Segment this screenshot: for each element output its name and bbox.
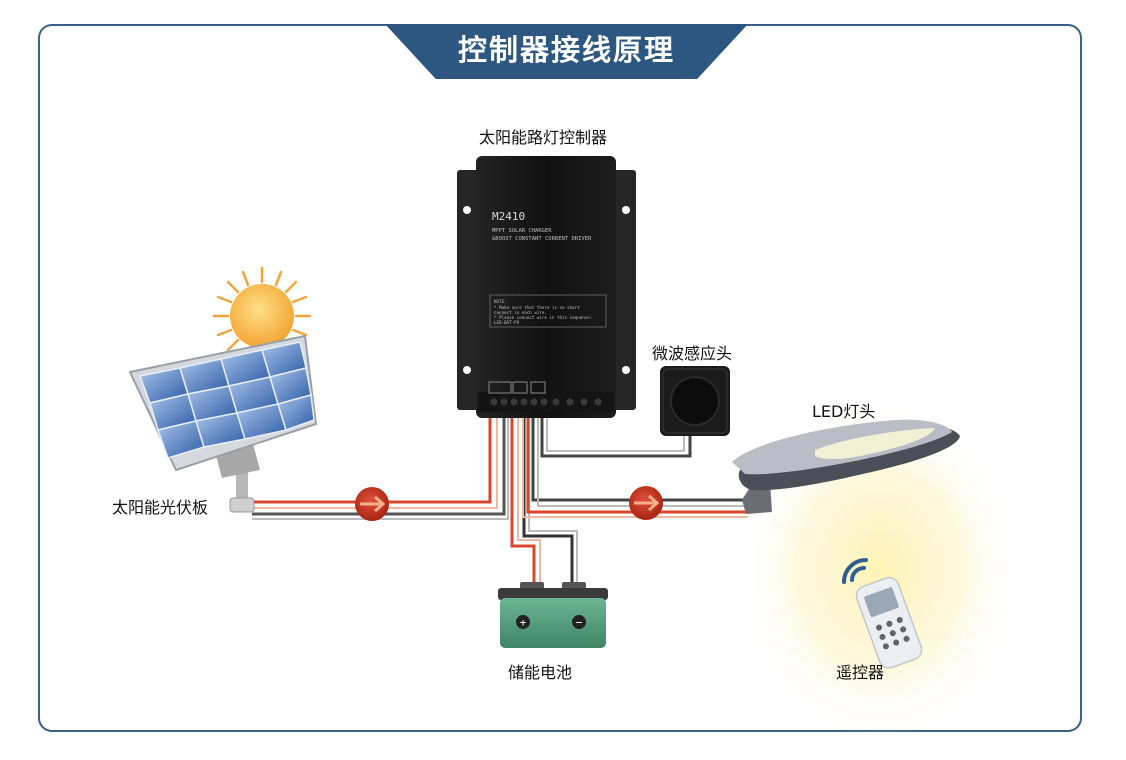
- battery-negative-label: −: [576, 616, 583, 629]
- led-lamp-label: LED灯头: [812, 402, 876, 421]
- sensor-wires: [540, 418, 692, 458]
- battery-positive-label: +: [520, 616, 527, 629]
- microwave-sensor-image: [660, 366, 730, 436]
- flow-arrow-led: [629, 486, 663, 520]
- pv-wires: [252, 418, 509, 520]
- controller-note2: * Make sure that there is no short: [494, 305, 580, 310]
- controller-line1: MPPT SOLAR CHARGER: [492, 228, 552, 234]
- controller-model: M2410: [492, 210, 525, 223]
- led-lamp-image: [732, 419, 960, 514]
- controller-label: 太阳能路灯控制器: [479, 128, 608, 147]
- flow-arrow-pv: [355, 487, 389, 521]
- led-light-glow: [740, 400, 1020, 740]
- microwave-sensor-label: 微波感应头: [652, 344, 733, 363]
- controller-line2: &BOOST CONSTANT CURRENT DRIVER: [492, 236, 592, 242]
- solar-panel-label: 太阳能光伏板: [112, 498, 209, 517]
- controller-note3: connect in each wire.: [494, 310, 547, 315]
- controller-note1: NOTE:: [494, 299, 507, 304]
- remote-label: 遥控器: [836, 663, 885, 682]
- led-wires: [522, 418, 748, 518]
- remote-control-image: [855, 576, 923, 669]
- controller-image: [457, 156, 636, 418]
- controller-note4: * Please connect wire in this sequence:: [494, 315, 592, 320]
- controller-note5: LED-BAT-PV: [494, 320, 520, 325]
- battery-image: [498, 582, 608, 648]
- solar-panel-image: [128, 334, 318, 513]
- battery-wires: [510, 418, 578, 588]
- wireless-signal-icon: [842, 558, 868, 584]
- page-title: 控制器接线原理: [457, 33, 675, 67]
- battery-label: 储能电池: [508, 663, 573, 682]
- title-banner: [385, 24, 748, 79]
